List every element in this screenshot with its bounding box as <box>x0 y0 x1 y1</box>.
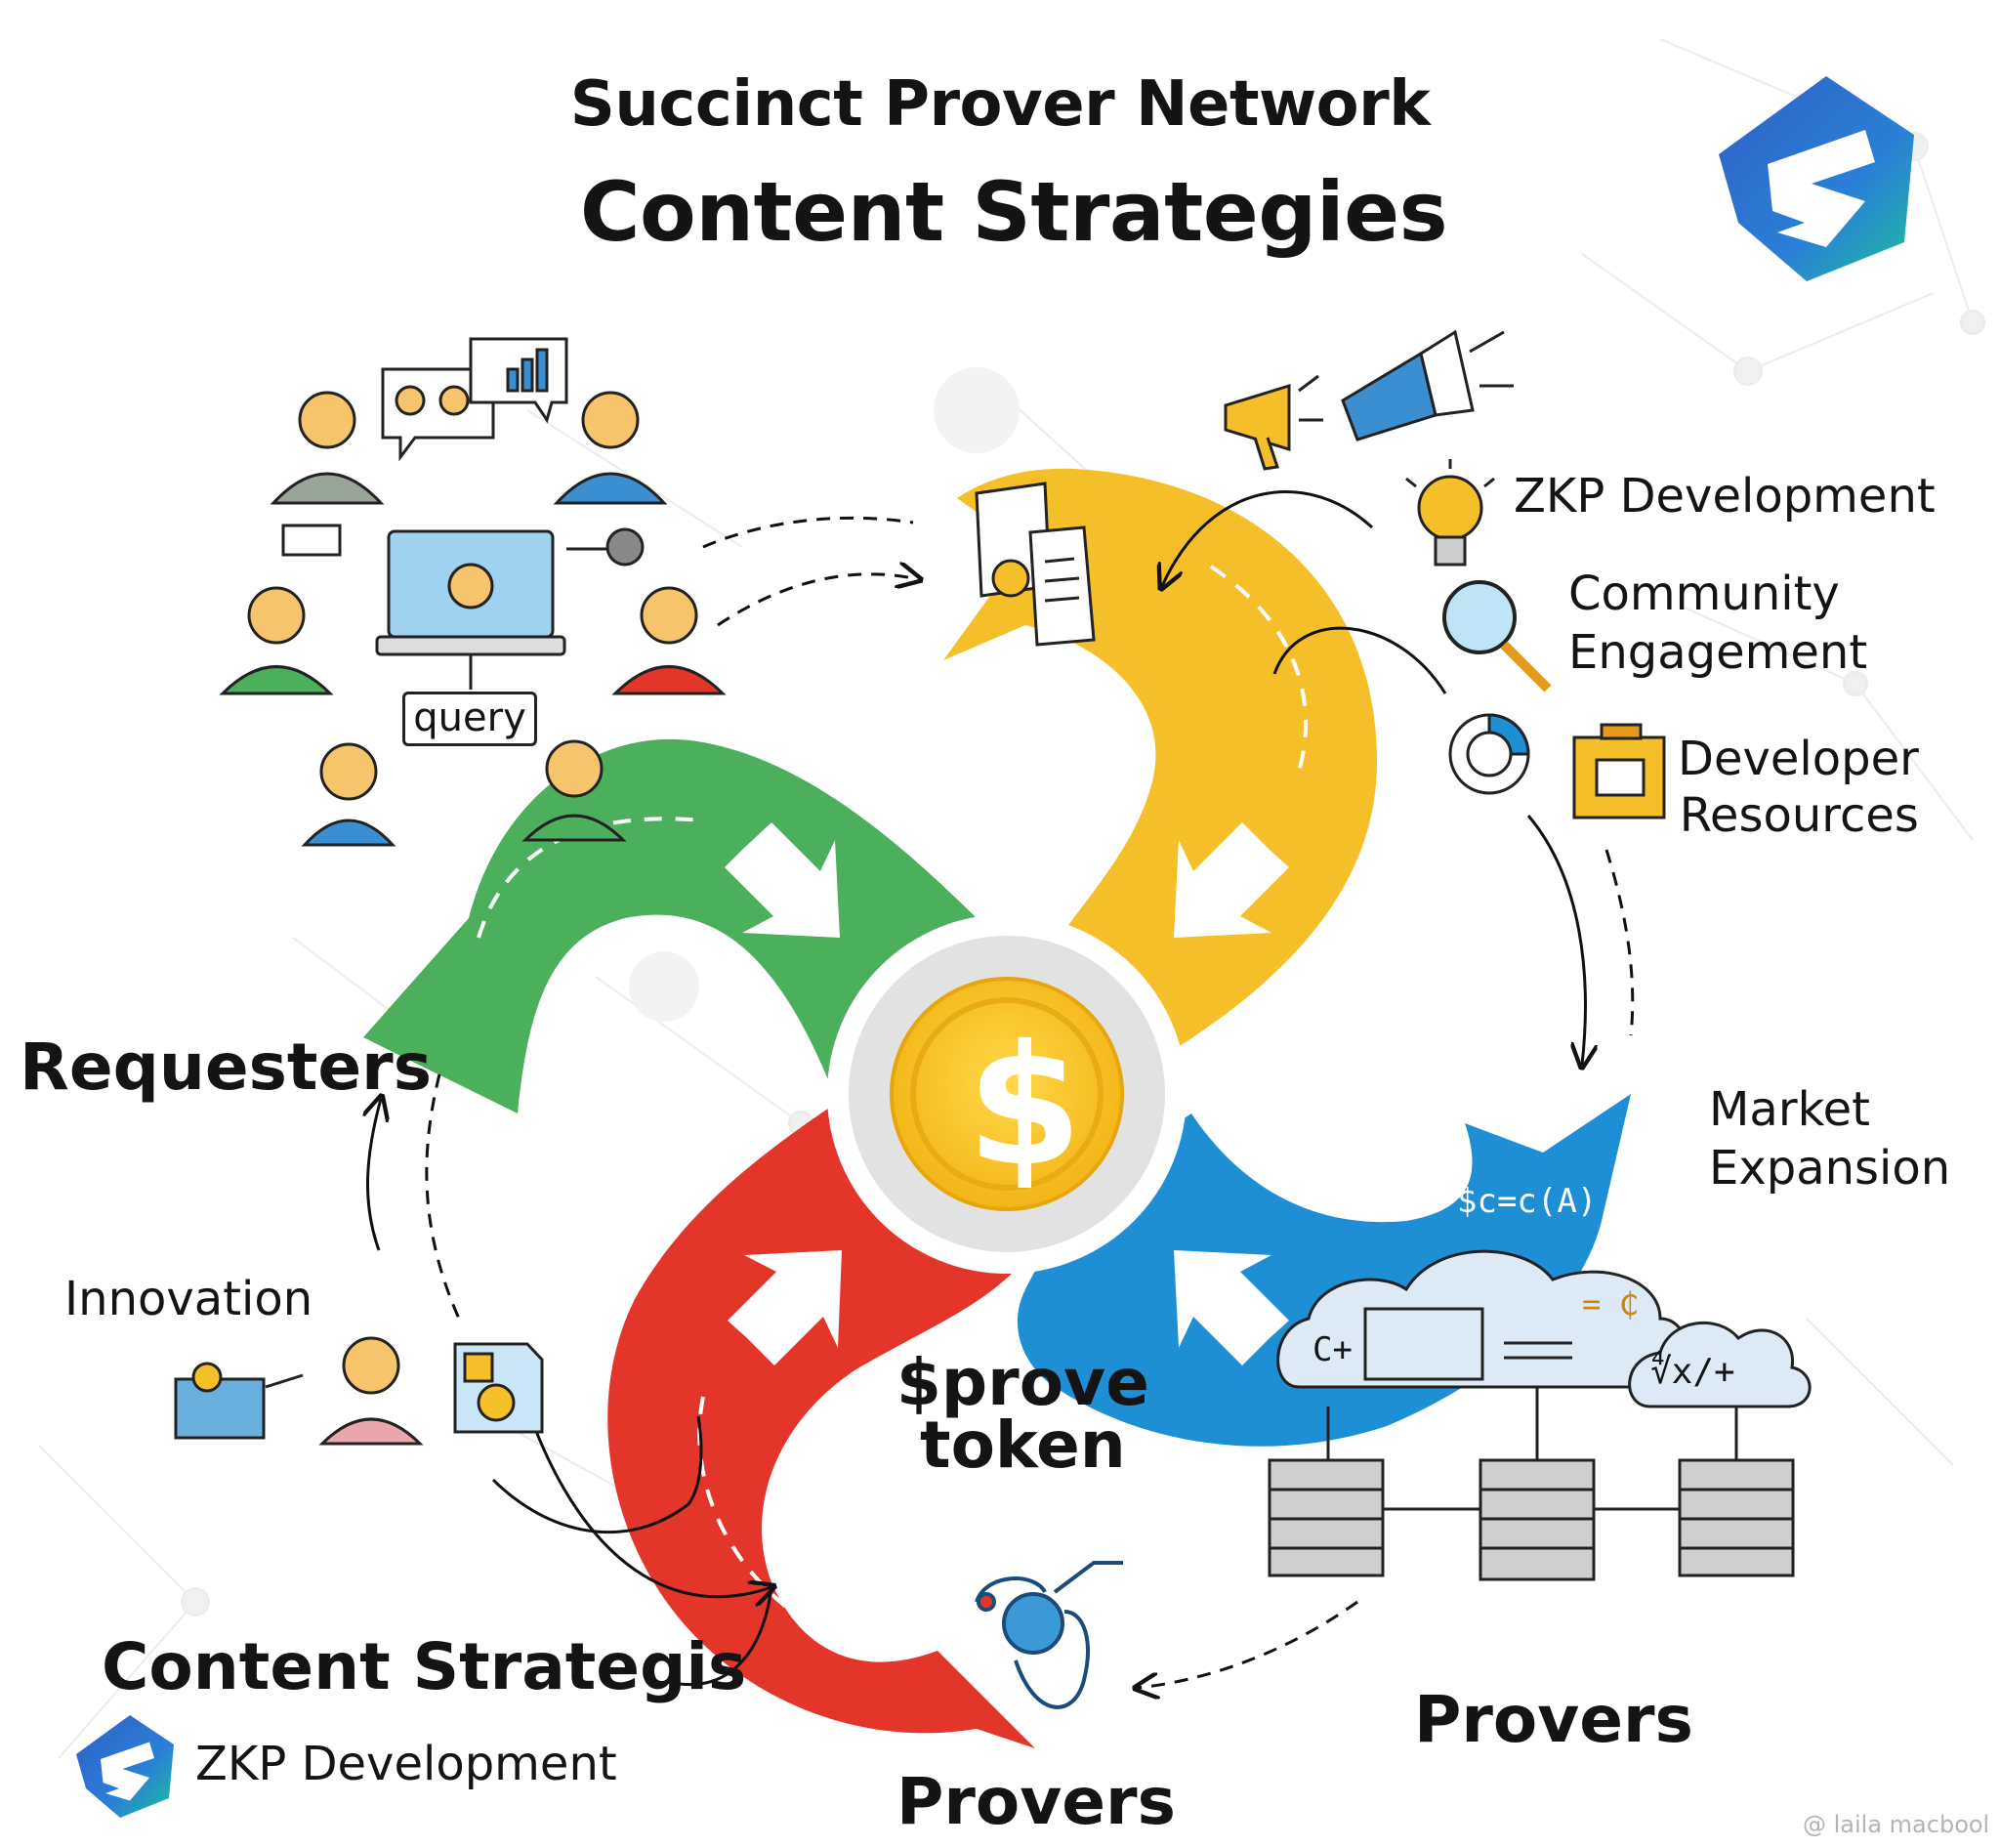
formula-top: $c=c(A) <box>1457 1182 1598 1221</box>
note-icon <box>453 1342 544 1434</box>
dollar-symbol: $ <box>967 1010 1083 1203</box>
succinct-logo-icon <box>1719 76 1914 281</box>
developer-resources-label: Developer Resources <box>1678 732 1919 843</box>
footer-logo-icon <box>76 1715 174 1818</box>
toolbox-icon <box>1572 723 1666 819</box>
gauge-icon <box>1448 713 1530 795</box>
innovation-label: Innovation <box>64 1272 313 1326</box>
chat-chart-icon <box>381 337 568 462</box>
footer-brand-label: ZKP Development <box>195 1737 617 1791</box>
lock-icon <box>174 1362 304 1440</box>
cloud-icon <box>1276 1249 1812 1408</box>
content-strategis-label: Content Strategis <box>102 1629 747 1704</box>
market-expansion-label: Market Expansion <box>1709 1082 1951 1196</box>
token-label: $prove token <box>896 1345 1149 1483</box>
megaphone-icon <box>1224 329 1514 471</box>
page-subtitle: Content Strategies <box>579 164 1448 260</box>
laptop-icon <box>281 524 645 690</box>
query-box: query <box>402 692 537 746</box>
document-icon <box>975 482 1096 647</box>
magnifier-icon <box>1442 580 1552 693</box>
people-icon <box>219 391 727 1446</box>
center-coin <box>827 914 1187 1274</box>
community-engagement-label: Community Engagement <box>1568 567 1868 680</box>
circuit-icon <box>975 1561 1123 1709</box>
lightbulb-icon <box>1405 459 1495 567</box>
server-icon <box>1268 1387 1795 1581</box>
watermark: @ laila macbool <box>1803 1811 1990 1838</box>
page-title: Succinct Prover Network <box>569 68 1431 141</box>
zkp-development-label: ZKP Development <box>1514 469 1936 524</box>
formula-cpp: C+ <box>1312 1330 1353 1369</box>
formula-eq: = ₵ <box>1582 1285 1639 1323</box>
provers-right-label: Provers <box>1414 1682 1693 1757</box>
red-arm <box>607 1094 1035 1748</box>
formula-ops: ∜x/+ <box>1650 1352 1735 1392</box>
requesters-label: Requesters <box>20 1029 433 1105</box>
provers-center-label: Provers <box>896 1764 1176 1839</box>
green-arm <box>363 738 986 1113</box>
